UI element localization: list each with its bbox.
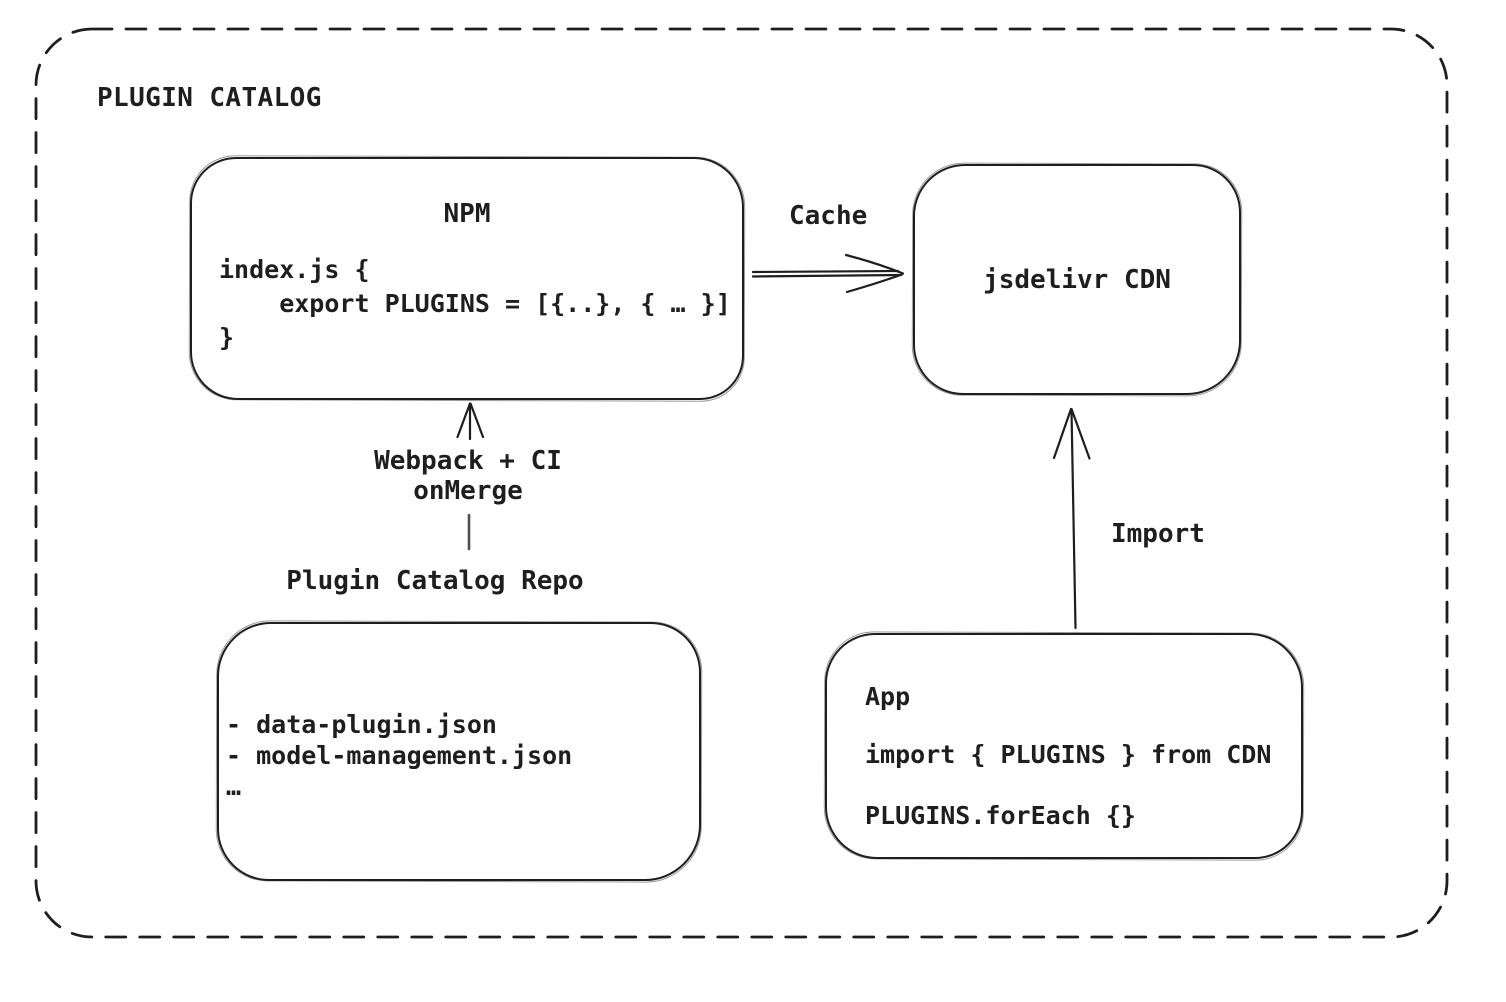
repo-file-item: … <box>226 772 242 801</box>
cache-arrow <box>751 253 905 294</box>
npm-node-title: NPM <box>443 199 491 229</box>
import-arrow <box>1052 407 1091 630</box>
npm-code-line: export PLUGINS = [{..}, { … }] <box>219 289 731 318</box>
build-edge-label-line1: Webpack + CI <box>374 446 562 476</box>
app-node: App import { PLUGINS } from CDN PLUGINS.… <box>825 633 1303 859</box>
cache-edge-label: Cache <box>789 201 868 231</box>
build-edge-label: Webpack + CI onMerge <box>374 446 562 506</box>
npm-node: NPM index.js { export PLUGINS = [{..}, {… <box>190 157 744 400</box>
diagram-title: PLUGIN CATALOG <box>97 83 322 113</box>
app-code-line: import { PLUGINS } from CDN <box>865 740 1272 769</box>
build-edge-label-line2: onMerge <box>413 476 523 506</box>
cdn-node-label: jsdelivr CDN <box>983 264 1171 295</box>
npm-node-code: index.js { export PLUGINS = [{..}, { … }… <box>219 253 731 355</box>
cdn-node: jsdelivr CDN <box>913 164 1241 395</box>
app-node-title: App <box>865 682 911 711</box>
repo-node-heading: Plugin Catalog Repo <box>286 566 584 596</box>
repo-node-files: - data-plugin.json - model-management.js… <box>226 709 572 802</box>
repo-file-item: - model-management.json <box>226 741 573 770</box>
npm-code-line: } <box>219 323 235 352</box>
app-code-line: PLUGINS.forEach {} <box>865 801 1136 830</box>
repo-node: - data-plugin.json - model-management.js… <box>217 622 701 881</box>
import-edge-label: Import <box>1111 519 1205 549</box>
repo-file-item: - data-plugin.json <box>226 710 497 739</box>
npm-code-line: index.js { <box>219 255 370 284</box>
